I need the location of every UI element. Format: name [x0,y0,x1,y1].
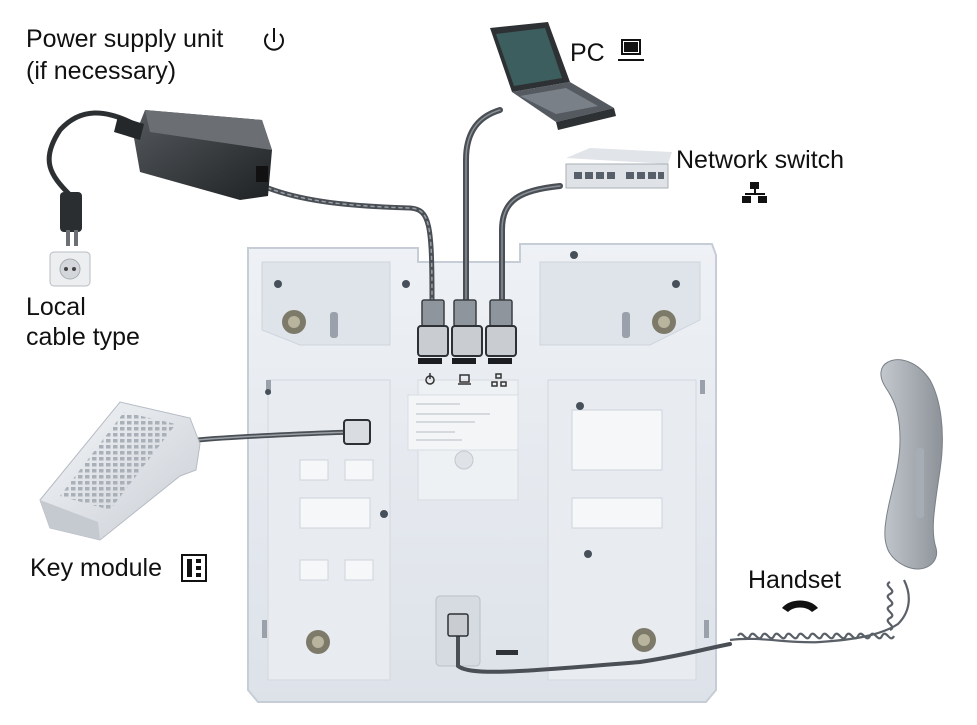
key-module-label: Key module [30,554,163,582]
cable [46,107,732,674]
local-cable-label: Local [26,293,86,321]
handset-icon [782,600,818,612]
phone-base [247,243,717,703]
network-switch [565,148,672,189]
pc-label: PC [570,39,605,67]
mains-plug [60,116,144,246]
phone-port-bars [418,358,512,364]
rj45-plug [343,299,517,637]
pc-icon [618,39,644,61]
laptop [490,22,616,130]
power-supply-unit [134,110,272,200]
network-icon [742,182,767,203]
socket [49,251,91,287]
key-module-device [39,401,201,541]
rubber-foot [282,310,676,654]
power-supply-note: (if necessary) [26,57,177,85]
handset-device [880,359,943,570]
key-module-icon [181,554,207,582]
power-icon [264,28,284,51]
network-switch-label: Network switch [676,146,845,174]
handset-label: Handset [748,566,842,594]
phone-port-symbols [425,373,507,387]
power-supply-label: Power supply unit [26,25,224,53]
coiled-cord [729,579,910,644]
local-cable-type-label: cable type [26,323,140,351]
